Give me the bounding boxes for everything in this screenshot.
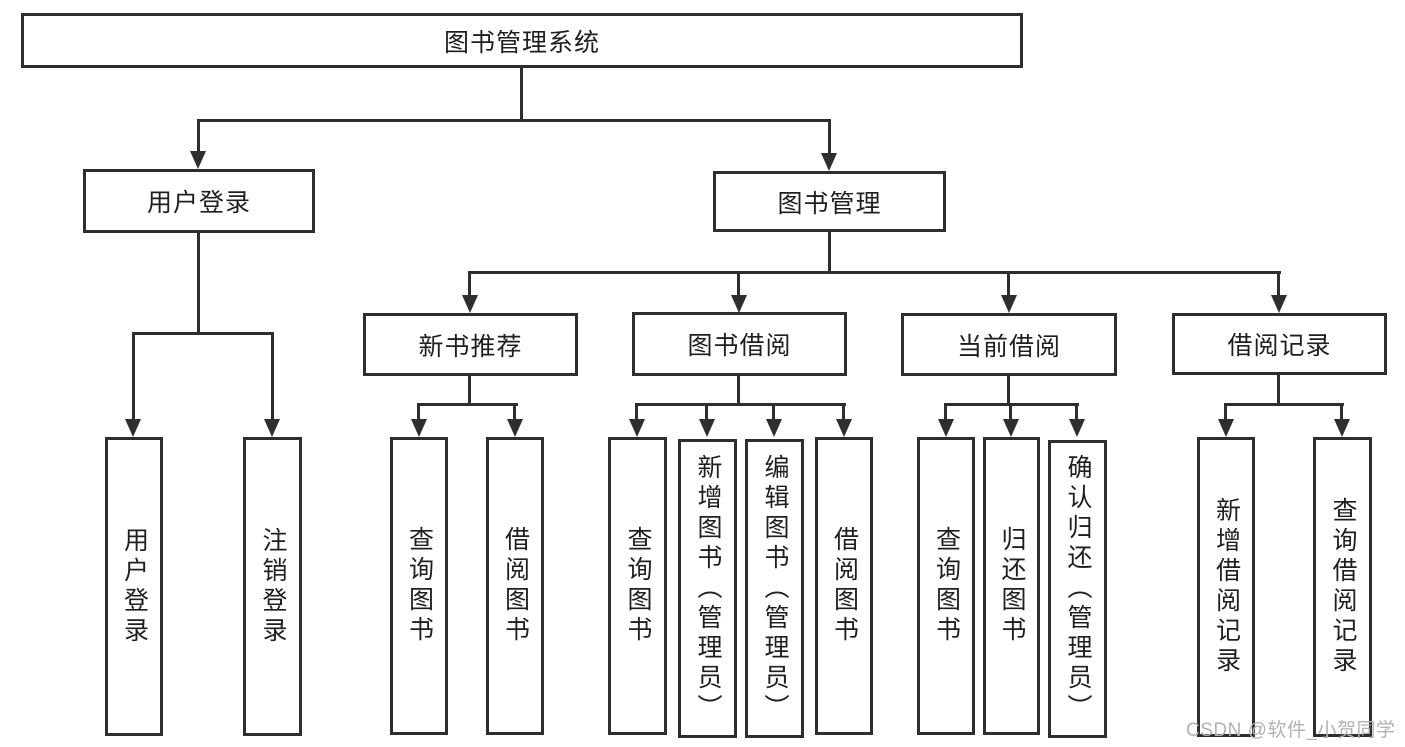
node-book-mgmt-label: 图书管理: [777, 189, 882, 218]
leaf-bb-borrow-books: 借阅图书: [815, 437, 873, 735]
leaf-cb-confirm-return-label: 确认归还（管理员）: [1064, 454, 1092, 724]
arrowhead-to-borrow-records: [1271, 295, 1287, 313]
csdn-watermark: CSDN @软件_小贺同学: [1186, 720, 1396, 741]
edge-to-leaf-logout-line: [271, 332, 274, 421]
node-user-login-label: 用户登录: [146, 189, 251, 217]
leaf-logout: 注销登录: [243, 437, 302, 736]
arrowhead-to-book-borrow: [731, 295, 747, 313]
leaf-bb-add-books-label: 新增图书（管理员）: [694, 453, 722, 724]
leaf-br-add-record-label: 新增借阅记录: [1212, 497, 1241, 677]
leaf-bb-query-books: 查询图书: [608, 437, 667, 735]
edge-new-book-rec-stub: [468, 376, 471, 406]
leaf-user-login-label: 用户登录: [120, 526, 149, 647]
node-current-borrow: 当前借阅: [901, 313, 1117, 376]
edge-to-book-borrow-line: [737, 271, 740, 297]
edge-to-cb-query-line: [944, 403, 947, 421]
arrowhead-to-bb-query: [629, 419, 645, 437]
arrowhead-to-book-mgmt: [821, 153, 837, 171]
leaf-logout-label: 注销登录: [259, 526, 287, 647]
edge-to-user-login-line: [197, 119, 200, 153]
leaf-bb-edit-books: 编辑图书（管理员）: [745, 439, 804, 738]
edge-book-borrow-hbar: [635, 403, 846, 406]
leaf-bb-query-books-label: 查询图书: [624, 526, 652, 646]
edge-to-book-mgmt-line: [828, 119, 831, 155]
node-borrow-records-label: 借阅记录: [1227, 332, 1332, 360]
leaf-rec-query-books: 查询图书: [390, 437, 448, 735]
arrowhead-to-bb-edit: [766, 419, 782, 437]
arrowhead-to-user-login: [190, 151, 206, 169]
edge-root-stub: [520, 66, 523, 122]
edge-to-current-borrow-line: [1007, 271, 1010, 297]
arrowhead-to-new-book-rec: [462, 295, 478, 313]
node-book-borrow-label: 图书借阅: [687, 332, 792, 360]
leaf-cb-query-books-label: 查询图书: [932, 526, 961, 646]
edge-user-login-stub: [197, 233, 200, 334]
edge-new-book-rec-hbar: [417, 403, 518, 406]
arrowhead-to-bb-borrow: [836, 419, 852, 437]
leaf-br-query-record-label: 查询借阅记录: [1329, 497, 1357, 677]
edge-borrow-records-hbar: [1224, 403, 1344, 406]
leaf-bb-edit-books-label: 编辑图书（管理员）: [761, 453, 789, 724]
edge-user-login-hbar: [132, 332, 274, 335]
node-book-mgmt: 图书管理: [713, 171, 946, 232]
node-root-label: 图书管理系统: [443, 28, 600, 57]
leaf-br-add-record: 新增借阅记录: [1197, 437, 1255, 737]
edge-to-rec-borrow-line: [513, 403, 516, 421]
edge-to-cb-confirm-line: [1075, 403, 1078, 421]
edge-to-bb-borrow-line: [842, 403, 845, 421]
arrowhead-to-br-add: [1218, 419, 1234, 437]
edge-book-mgmt-hbar: [468, 271, 1281, 274]
leaf-cb-query-books: 查询图书: [917, 437, 975, 735]
node-user-login: 用户登录: [83, 169, 315, 233]
arrowhead-to-cb-return: [1003, 419, 1019, 437]
arrowhead-to-leaf-logout: [264, 419, 280, 437]
arrowhead-to-leaf-user-login: [125, 419, 141, 437]
leaf-rec-query-books-label: 查询图书: [405, 526, 434, 646]
arrowhead-to-cb-query: [938, 419, 954, 437]
edge-to-new-book-rec-line: [468, 271, 471, 297]
edge-root-hbar: [197, 119, 831, 122]
arrowhead-to-br-query: [1334, 419, 1350, 437]
edge-to-br-add-line: [1224, 403, 1227, 421]
edge-book-borrow-stub: [737, 376, 740, 406]
arrowhead-to-current-borrow: [1001, 295, 1017, 313]
edge-to-borrow-records-line: [1277, 271, 1280, 297]
edge-to-bb-query-line: [635, 403, 638, 421]
edge-book-mgmt-stub: [828, 232, 831, 274]
leaf-user-login: 用户登录: [105, 437, 163, 736]
leaf-br-query-record: 查询借阅记录: [1313, 437, 1372, 737]
arrowhead-to-bb-add: [699, 419, 715, 437]
node-borrow-records: 借阅记录: [1172, 313, 1387, 375]
arrowhead-to-rec-query: [411, 419, 427, 437]
edge-to-bb-add-line: [705, 403, 708, 421]
edge-borrow-records-stub: [1277, 375, 1280, 406]
node-new-book-rec: 新书推荐: [363, 313, 578, 376]
edge-to-leaf-user-login-line: [132, 332, 135, 421]
arrowhead-to-rec-borrow: [507, 419, 523, 437]
edge-to-bb-edit-line: [772, 403, 775, 421]
edge-to-rec-query-line: [417, 403, 420, 421]
node-book-borrow: 图书借阅: [632, 312, 847, 376]
edge-to-br-query-line: [1340, 403, 1343, 421]
leaf-bb-add-books: 新增图书（管理员）: [678, 439, 737, 738]
leaf-cb-return-books: 归还图书: [983, 437, 1040, 735]
node-root: 图书管理系统: [21, 13, 1023, 68]
node-new-book-rec-label: 新书推荐: [418, 332, 523, 361]
node-current-borrow-label: 当前借阅: [956, 332, 1061, 361]
edge-current-borrow-stub: [1007, 376, 1010, 406]
leaf-rec-borrow-books: 借阅图书: [486, 437, 544, 735]
leaf-cb-confirm-return: 确认归还（管理员）: [1048, 440, 1107, 738]
leaf-bb-borrow-books-label: 借阅图书: [830, 526, 859, 646]
edge-to-cb-return-line: [1009, 403, 1012, 421]
leaf-rec-borrow-books-label: 借阅图书: [501, 526, 530, 646]
leaf-cb-return-books-label: 归还图书: [998, 526, 1026, 646]
arrowhead-to-cb-confirm: [1069, 419, 1085, 437]
